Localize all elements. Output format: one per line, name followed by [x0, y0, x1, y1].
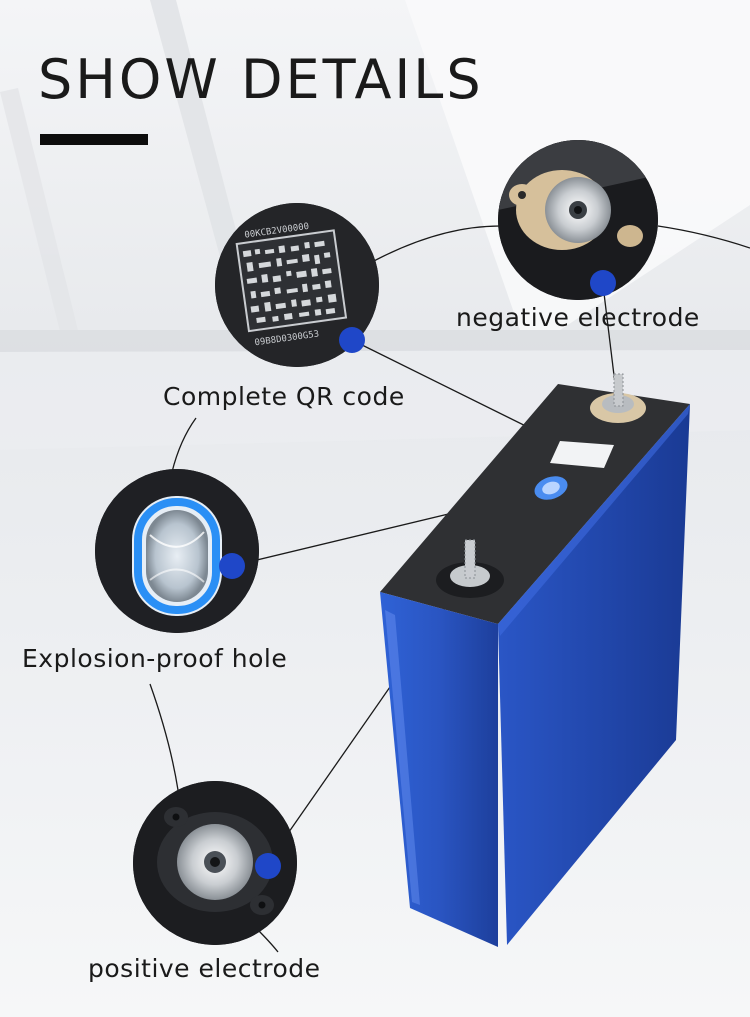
qr-pattern: 00KCB2V00000 09B8D0300G53 [235, 222, 348, 348]
label-negative-electrode: negative electrode [456, 303, 700, 332]
label-positive-electrode: positive electrode [88, 954, 321, 983]
marker-dots [219, 270, 616, 879]
battery-cell [380, 373, 690, 947]
qr-label-on-battery [550, 441, 614, 468]
explosion-proof-hole-closeup [95, 469, 259, 633]
title-underline [40, 134, 148, 145]
qr-code-closeup: 00KCB2V00000 09B8D0300G53 [215, 203, 379, 367]
marker-dot-explosion [219, 553, 245, 579]
marker-dot-qr [339, 327, 365, 353]
label-explosion-proof-hole: Explosion-proof hole [22, 644, 288, 673]
marker-dot-negative [590, 270, 616, 296]
battery-front-face [380, 592, 498, 947]
label-qr-code: Complete QR code [163, 382, 405, 411]
page-title: SHOW DETAILS [38, 48, 484, 111]
negative-electrode-closeup [498, 140, 658, 300]
battery-side-face [498, 404, 690, 945]
marker-dot-positive [255, 853, 281, 879]
